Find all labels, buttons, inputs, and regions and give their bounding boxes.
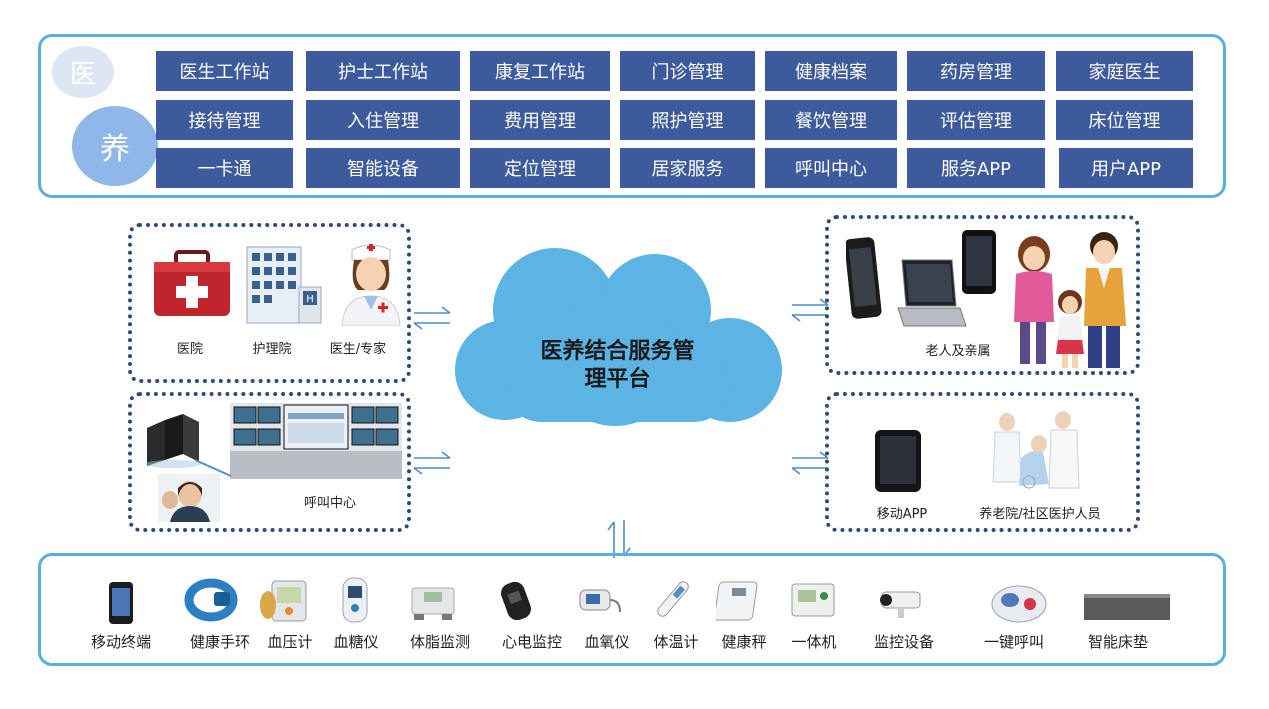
tablet-icon: [962, 230, 996, 294]
smart-mattress-icon: [1084, 594, 1170, 620]
devices-panel: [38, 553, 1226, 666]
health-scale-icon: [716, 581, 758, 621]
device-label: 一键呼叫: [983, 633, 1045, 651]
doctor-avatar-icon: [341, 244, 401, 326]
label-mobile-app: 移动APP: [876, 507, 928, 522]
module-nurse-workstation[interactable]: 护士工作站: [306, 51, 460, 91]
device-label: 智能床垫: [1087, 633, 1149, 651]
glucose-meter-icon: [342, 577, 368, 623]
surveillance-camera-icon: [880, 591, 921, 618]
connection-line: [194, 459, 232, 477]
call-center-box: [128, 392, 411, 532]
module-bed[interactable]: 床位管理: [1056, 100, 1193, 140]
blood-pressure-monitor-icon: [260, 580, 307, 622]
device-label: 血氧仪: [584, 633, 630, 651]
thermometer-icon: [657, 581, 689, 617]
module-health-records[interactable]: 健康档案: [765, 51, 897, 91]
mobile-app-tablet-icon: [875, 430, 921, 492]
caregiver-box: [825, 392, 1140, 532]
module-smart-devices[interactable]: 智能设备: [306, 148, 460, 188]
mobile-terminal-icon: [109, 582, 133, 624]
module-service-app[interactable]: 服务APP: [907, 148, 1045, 188]
device-label: 体温计: [653, 633, 699, 651]
label-caregivers: 养老院/社区医护人员: [979, 507, 1101, 522]
device-label: 血压计: [267, 633, 313, 651]
bidirectional-arrow-icon: [413, 306, 451, 330]
module-rehab-workstation[interactable]: 康复工作站: [470, 51, 610, 91]
oximeter-icon: [579, 589, 621, 613]
module-home-service[interactable]: 居家服务: [620, 148, 755, 188]
module-user-app[interactable]: 用户APP: [1059, 148, 1193, 188]
family-illustration-icon: [1014, 232, 1126, 368]
laptop-icon: [897, 259, 967, 327]
device-label: 心电监控: [501, 633, 563, 651]
module-family-doctor[interactable]: 家庭医生: [1056, 51, 1193, 91]
all-in-one-machine-icon: [791, 583, 835, 617]
monitor-wall-icon: [230, 403, 402, 479]
device-label: 移动终端: [90, 633, 152, 651]
ecg-monitor-icon: [501, 581, 531, 621]
device-label: 监控设备: [873, 633, 935, 651]
label-nursing-home: 护理院: [252, 342, 292, 357]
first-aid-kit-icon: [154, 250, 230, 316]
label-doctor-expert: 医生/专家: [329, 342, 387, 357]
smartphone-icon: [846, 237, 882, 319]
top-modules-panel: [38, 34, 1226, 198]
module-billing[interactable]: 费用管理: [470, 100, 610, 140]
module-doctor-workstation[interactable]: 医生工作站: [156, 51, 293, 91]
svg-text:H: H: [306, 294, 314, 305]
body-fat-monitor-icon: [411, 587, 455, 620]
device-label: 一体机: [791, 633, 837, 651]
yang-circle: 养: [72, 106, 158, 186]
platform-title-line1: 医养结合服务管: [540, 339, 695, 364]
hospital-building-icon: H: [246, 246, 322, 324]
label-call-center: 呼叫中心: [303, 496, 356, 511]
module-care[interactable]: 照护管理: [620, 100, 755, 140]
module-pharmacy[interactable]: 药房管理: [907, 51, 1045, 91]
device-label: 血糖仪: [333, 633, 379, 651]
module-card[interactable]: 一卡通: [156, 148, 293, 188]
device-label: 体脂监测: [409, 633, 471, 651]
module-location[interactable]: 定位管理: [470, 148, 610, 188]
platform-title-line2: 理平台: [584, 367, 651, 392]
module-reception[interactable]: 接待管理: [156, 100, 293, 140]
label-elderly-family: 老人及亲属: [925, 344, 991, 359]
device-label: 健康手环: [189, 633, 251, 651]
module-assessment[interactable]: 评估管理: [907, 100, 1045, 140]
label-hospital: 医院: [176, 342, 203, 357]
health-band-icon: [184, 578, 238, 622]
call-agent-photo-icon: [158, 474, 220, 522]
module-admission[interactable]: 入住管理: [306, 100, 460, 140]
module-catering[interactable]: 餐饮管理: [765, 100, 897, 140]
module-outpatient[interactable]: 门诊管理: [620, 51, 755, 91]
medical-institutions-box: [128, 223, 411, 383]
medical-staff-illustration-icon: [992, 411, 1080, 489]
one-touch-call-icon: [991, 585, 1047, 623]
module-call-center[interactable]: 呼叫中心: [765, 148, 897, 188]
yi-circle: 医: [52, 46, 114, 98]
elderly-family-box: [825, 215, 1140, 375]
platform-cloud: [455, 248, 782, 426]
platform-title: 医养结合服务管 理平台: [475, 338, 760, 394]
server-rack-icon: [145, 414, 201, 468]
device-label: 健康秤: [721, 633, 767, 651]
bidirectional-arrow-icon: [413, 451, 451, 475]
